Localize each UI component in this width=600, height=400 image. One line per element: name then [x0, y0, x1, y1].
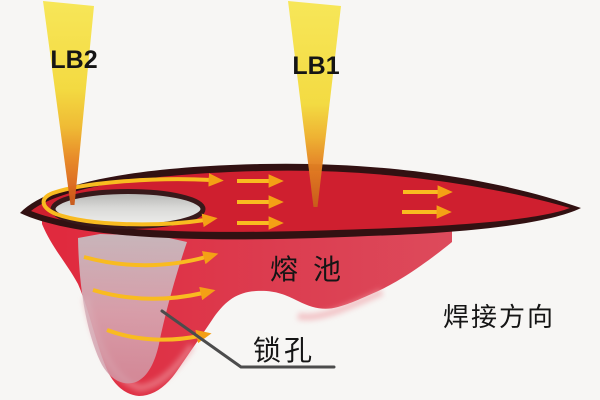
flow-arrow-around-keyhole-icon	[41, 173, 224, 228]
beam-lb1-label: LB1	[292, 52, 339, 80]
keyhole-cavity	[78, 234, 187, 384]
flow-arrow-body-3-icon	[106, 328, 212, 344]
keyhole-pointer-line	[160, 309, 336, 369]
beam-lb2-label: LB2	[50, 46, 97, 74]
laser-beam-lb1	[288, 1, 341, 207]
flow-arrow-body-1-icon	[83, 251, 219, 268]
welding-direction-label: 焊接方向	[443, 303, 555, 333]
flow-arrow-body-2-icon	[92, 286, 216, 301]
laser-beam-lb2	[43, 1, 94, 205]
melt-pool-label: 熔 池	[270, 253, 344, 286]
keyhole-label: 锁孔	[253, 334, 315, 367]
